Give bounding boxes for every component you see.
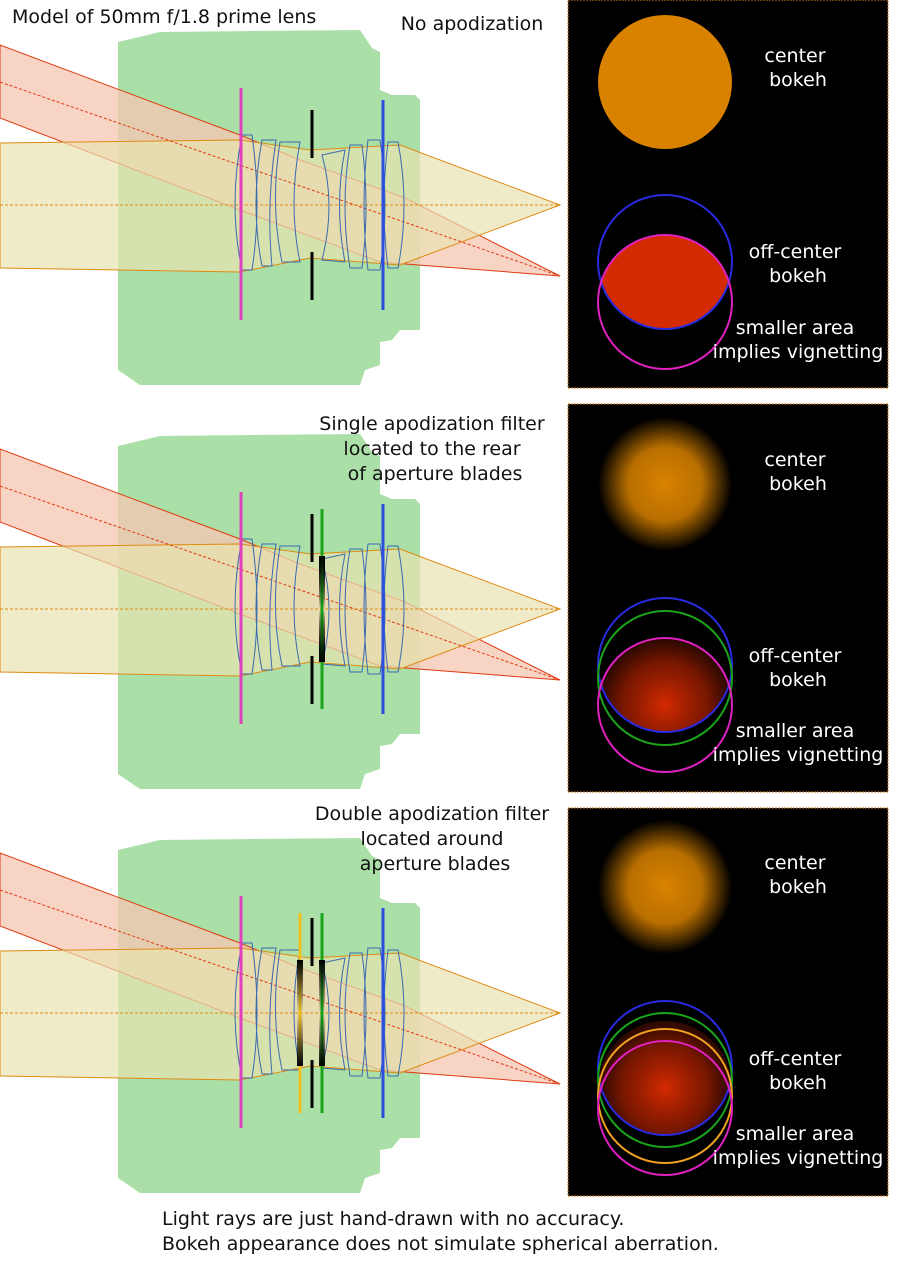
offcenter-bokeh <box>598 638 732 732</box>
front-stop-outline <box>597 1040 733 1176</box>
front-apodization-filter <box>297 960 303 1066</box>
panel-1: Model of 50mm f/1.8 prime lens No apodiz… <box>0 0 889 389</box>
vignetting-label: smaller area implies vignetting <box>713 317 884 363</box>
chief-ray <box>0 485 561 681</box>
lens-model <box>0 30 562 385</box>
rear-filter-outline <box>597 610 733 746</box>
footnote: Light rays are just hand-drawn with no a… <box>162 1208 719 1255</box>
center-bokeh-label: center bokeh <box>764 45 831 91</box>
center-bokeh <box>598 417 732 551</box>
offcenter-bokeh-label: off-center bokeh <box>749 241 848 287</box>
center-bokeh <box>598 820 732 954</box>
bokeh-preview: center bokeh off-center bokeh smaller ar… <box>567 0 889 389</box>
rear-stop-outline <box>597 597 733 733</box>
front-stop-outline <box>597 637 733 773</box>
panel-3: Double apodization filter located around… <box>0 803 889 1197</box>
lens-model <box>0 434 562 789</box>
panel-heading: No apodization <box>401 13 544 35</box>
panel-heading: Single apodization filter located to the… <box>319 413 550 485</box>
rear-filter-outline <box>597 1012 733 1148</box>
rear-stop-outline <box>597 1000 733 1136</box>
bokeh-preview: center bokeh off-center bokeh smaller ar… <box>567 807 889 1197</box>
offcenter-bokeh <box>598 235 732 329</box>
bokeh-preview: center bokeh off-center bokeh smaller ar… <box>567 403 889 793</box>
panel-heading: Double apodization filter located around… <box>315 803 555 875</box>
chief-ray <box>0 81 561 277</box>
chief-ray <box>0 889 561 1085</box>
panel-2: Single apodization filter located to the… <box>0 403 889 793</box>
diagram-title: Model of 50mm f/1.8 prime lens <box>12 6 316 28</box>
offcenter-bokeh-label: off-center bokeh <box>749 1048 848 1094</box>
rear-apodization-filter <box>319 960 325 1066</box>
offcenter-bokeh <box>598 1021 732 1135</box>
center-bokeh-label: center bokeh <box>764 852 831 898</box>
vignetting-label: smaller area implies vignetting <box>713 1123 884 1169</box>
center-bokeh-label: center bokeh <box>764 449 831 495</box>
center-bokeh <box>598 15 732 149</box>
front-stop-outline <box>597 234 733 370</box>
offcenter-bokeh-label: off-center bokeh <box>749 645 848 691</box>
rear-stop-outline <box>597 194 733 330</box>
lens-model <box>0 838 562 1193</box>
front-filter-outline <box>597 1028 733 1164</box>
vignetting-label: smaller area implies vignetting <box>713 720 884 766</box>
